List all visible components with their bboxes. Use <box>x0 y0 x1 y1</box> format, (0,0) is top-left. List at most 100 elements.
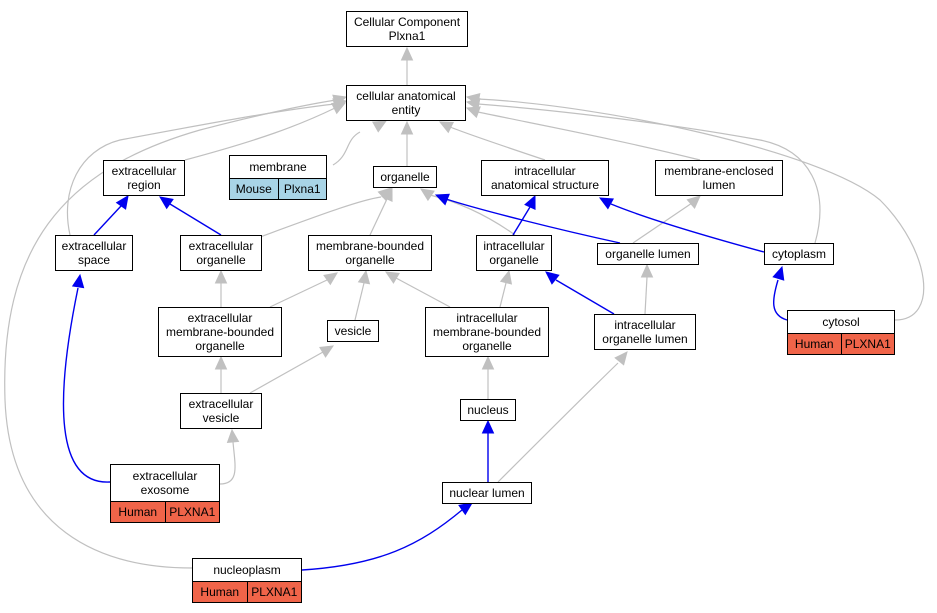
annotation-row: Human PLXNA1 <box>788 333 894 354</box>
node-label-line: intracellular <box>614 318 676 332</box>
edge-line <box>555 279 615 315</box>
node-label-line: nuclear lumen <box>449 486 525 500</box>
node-membrane-enclosed-lumen[interactable]: membrane-enclosed lumen <box>655 160 783 196</box>
gene-tag[interactable]: PLXNA1 <box>246 582 301 602</box>
node-membrane-bounded-organelle[interactable]: membrane-bounded organelle <box>308 235 432 271</box>
edge-line <box>169 203 222 236</box>
edge-line <box>66 103 336 236</box>
species-tag[interactable]: Human <box>111 502 165 522</box>
node-label-line: vesicle <box>202 411 240 425</box>
edge-arrowhead <box>400 120 414 135</box>
edge-line <box>259 196 382 238</box>
edge-line <box>301 509 463 571</box>
edge-arrowhead <box>481 355 495 370</box>
edge-line <box>773 279 788 321</box>
node-label-line: space <box>77 253 111 267</box>
edge-arrowhead <box>372 120 388 133</box>
node-intracellular-anatomical-structure[interactable]: intracellular anatomical structure <box>481 160 609 196</box>
node-extracellular-exosome[interactable]: extracellular exosome Human PLXNA1 <box>110 464 220 523</box>
edge-arrowhead <box>524 194 536 210</box>
node-membrane[interactable]: membrane Mouse Plxna1 <box>229 155 327 200</box>
node-label-line: membrane-enclosed <box>664 164 774 178</box>
edge-arrowhead <box>640 263 654 278</box>
species-tag[interactable]: Human <box>193 582 247 602</box>
edge-line <box>445 198 621 244</box>
node-label-line: lumen <box>702 178 736 192</box>
edge-line <box>249 351 324 394</box>
node-nucleoplasm[interactable]: nucleoplasm Human PLXNA1 <box>192 558 302 603</box>
node-label-line: cytoplasm <box>771 247 827 261</box>
node-label-line: Plxna1 <box>388 29 426 43</box>
node-vesicle[interactable]: vesicle <box>327 320 379 342</box>
node-label-line: vesicle <box>334 324 372 338</box>
node-cellular-component[interactable]: Cellular Component Plxna1 <box>346 11 468 47</box>
edge-arrowhead <box>598 197 614 210</box>
node-intracellular-membrane-bounded-organelle[interactable]: intracellular membrane-bounded organelle <box>425 307 549 357</box>
node-organelle[interactable]: organelle <box>373 166 437 188</box>
edge-arrowhead <box>481 419 495 434</box>
edge-arrowhead <box>332 94 348 107</box>
edge-line <box>512 206 531 236</box>
node-organelle-lumen[interactable]: organelle lumen <box>597 243 699 265</box>
node-label-line: extracellular <box>188 239 254 253</box>
node-title: extracellular exosome <box>111 465 219 501</box>
node-cytoplasm[interactable]: cytoplasm <box>764 243 834 265</box>
gene-tag[interactable]: Plxna1 <box>277 179 326 199</box>
node-label-line: organelle <box>462 339 512 353</box>
edge-arrowhead <box>420 188 435 202</box>
node-label-line: extracellular <box>188 397 254 411</box>
node-label-line: region <box>127 178 161 192</box>
edge-line <box>610 203 765 253</box>
edge-line <box>184 107 336 161</box>
edge-arrowhead <box>71 273 85 289</box>
edge-arrowhead <box>614 351 628 366</box>
edge-line <box>477 111 701 161</box>
edge-arrowhead <box>357 269 371 285</box>
annotation-row: Human PLXNA1 <box>111 501 219 522</box>
edge-line <box>4 99 337 569</box>
edge-arrowhead <box>772 265 785 281</box>
node-extracellular-membrane-bounded-organelle[interactable]: extracellular membrane-bounded organelle <box>158 307 282 357</box>
edge-line <box>644 276 648 315</box>
edge-line <box>449 126 546 161</box>
edge-arrowhead <box>458 502 473 516</box>
node-cellular-anatomical-entity[interactable]: cellular anatomical entity <box>346 85 466 121</box>
edge-arrowhead <box>159 196 174 210</box>
edge-line <box>332 131 361 166</box>
node-label-line: extracellular <box>187 311 253 325</box>
edge-arrowhead <box>686 195 701 209</box>
node-label-line: extracellular <box>132 469 198 483</box>
edge-line <box>369 198 388 236</box>
gene-tag[interactable]: PLXNA1 <box>164 502 219 522</box>
species-tag[interactable]: Mouse <box>230 179 278 199</box>
node-intracellular-organelle-lumen[interactable]: intracellular organelle lumen <box>594 314 696 350</box>
annotation-row: Mouse Plxna1 <box>230 178 326 199</box>
node-label-line: organelle <box>195 339 245 353</box>
node-label-line: organelle <box>489 253 539 267</box>
gene-tag[interactable]: PLXNA1 <box>840 334 894 354</box>
node-label-line: cellular anatomical <box>356 89 456 103</box>
node-label-line: extracellular <box>111 164 177 178</box>
node-intracellular-organelle[interactable]: intracellular organelle <box>476 235 552 271</box>
node-extracellular-vesicle[interactable]: extracellular vesicle <box>180 393 262 429</box>
edge-arrowhead <box>499 269 513 285</box>
node-label-line: organelle lumen <box>602 332 688 346</box>
node-extracellular-region[interactable]: extracellular region <box>103 160 185 196</box>
edge-line <box>497 362 619 483</box>
edge-line <box>62 287 111 483</box>
species-tag[interactable]: Human <box>788 334 841 354</box>
node-label-line: nucleoplasm <box>213 563 281 577</box>
node-nucleus[interactable]: nucleus <box>460 399 516 421</box>
node-extracellular-organelle[interactable]: extracellular organelle <box>180 235 262 271</box>
edge-arrowhead <box>400 46 414 61</box>
node-extracellular-space[interactable]: extracellular space <box>55 235 133 271</box>
edge-line <box>429 194 516 236</box>
node-label-line: cytosol <box>822 315 860 329</box>
node-nuclear-lumen[interactable]: nuclear lumen <box>442 482 532 504</box>
edge-line <box>93 205 122 236</box>
edge-line <box>477 103 821 244</box>
edge-arrowhead <box>434 193 450 206</box>
node-cytosol[interactable]: cytosol Human PLXNA1 <box>787 310 895 355</box>
edge-line <box>477 98 925 321</box>
